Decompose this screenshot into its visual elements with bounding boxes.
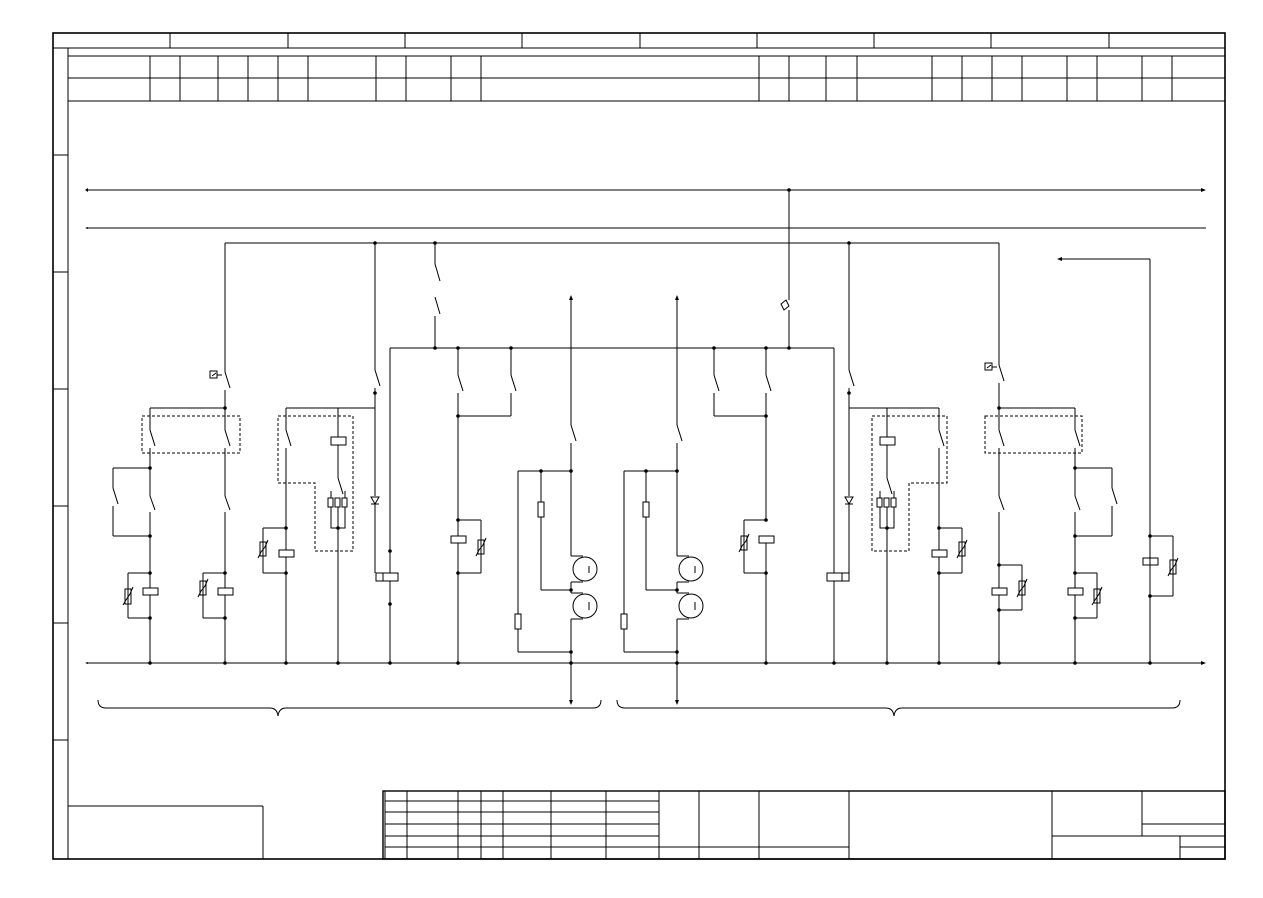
switch-contact bbox=[998, 429, 1005, 447]
notes-box bbox=[68, 805, 264, 859]
switch-contact bbox=[149, 495, 156, 511]
brace-left bbox=[97, 699, 602, 717]
diode-icon bbox=[370, 496, 380, 506]
varistor-icon bbox=[1018, 580, 1026, 596]
coil-icon bbox=[450, 535, 467, 544]
resistor-icon bbox=[890, 497, 897, 508]
arrow-left-icon bbox=[1057, 257, 1062, 261]
dashed-group-box bbox=[871, 415, 948, 552]
switch-contact bbox=[434, 263, 441, 282]
switch-contact bbox=[1074, 429, 1081, 447]
resistor-icon bbox=[327, 497, 334, 508]
switch-contact bbox=[1111, 487, 1118, 505]
switch-contact bbox=[510, 374, 517, 392]
relay-coil-icon bbox=[375, 572, 399, 582]
switch-contact bbox=[938, 429, 945, 447]
coil-icon bbox=[330, 436, 347, 446]
varistor-icon bbox=[477, 539, 485, 555]
motor-icon bbox=[678, 593, 704, 619]
bus-lines bbox=[85, 188, 1206, 665]
switch-contact bbox=[1074, 495, 1081, 511]
resistor-icon bbox=[883, 497, 890, 508]
arrow-down-icon bbox=[675, 700, 679, 705]
arrow-up-icon bbox=[675, 295, 679, 300]
switch-contact bbox=[998, 364, 1005, 382]
switch-contact bbox=[676, 424, 683, 442]
resistor-icon bbox=[642, 501, 650, 518]
varistor-icon bbox=[958, 541, 966, 557]
varistor-icon bbox=[124, 588, 132, 605]
motor-icon bbox=[572, 593, 598, 619]
varistor-icon bbox=[740, 535, 748, 551]
switch-contact bbox=[434, 296, 441, 315]
resistor-icon bbox=[537, 501, 545, 518]
switch-contact bbox=[886, 477, 893, 495]
switch-contact bbox=[337, 477, 344, 495]
arrow-up-icon bbox=[569, 295, 573, 300]
diode-icon bbox=[844, 496, 854, 506]
coil-icon bbox=[1142, 557, 1159, 566]
switch-contact bbox=[457, 374, 464, 392]
switch-contact bbox=[285, 429, 292, 447]
switch-contact bbox=[224, 429, 231, 447]
brace-right bbox=[616, 699, 1181, 717]
drawing-frame bbox=[52, 32, 1226, 860]
coil-icon bbox=[1067, 587, 1084, 596]
varistor-icon bbox=[1093, 588, 1101, 604]
varistor-icon bbox=[259, 541, 267, 557]
resistor-icon bbox=[334, 497, 341, 508]
coil-icon bbox=[879, 436, 896, 446]
coil-icon bbox=[142, 587, 159, 596]
arrow-down-icon bbox=[569, 700, 573, 705]
varistor-icon bbox=[1169, 559, 1177, 575]
arrow-right-icon bbox=[1201, 661, 1206, 665]
switch-contact bbox=[374, 369, 381, 387]
left-circuits bbox=[112, 243, 598, 705]
varistor-icon bbox=[199, 580, 207, 596]
coil-icon bbox=[991, 587, 1008, 596]
dashed-group-box bbox=[984, 415, 1083, 454]
switch-contact bbox=[765, 374, 772, 392]
motor-icon bbox=[678, 556, 704, 582]
sensor-icon bbox=[780, 299, 790, 311]
resistor-icon bbox=[514, 613, 522, 630]
switch-contact bbox=[713, 374, 720, 392]
relay-coil-icon bbox=[826, 572, 850, 582]
switch-contact bbox=[112, 487, 119, 505]
right-circuits bbox=[620, 243, 1179, 705]
switch-contact bbox=[848, 369, 855, 387]
coil-icon bbox=[217, 587, 234, 596]
switch-contact bbox=[224, 495, 231, 511]
title-block bbox=[382, 790, 1226, 860]
group-braces bbox=[97, 699, 1181, 717]
resistor-icon bbox=[341, 497, 348, 508]
arrow-left-icon bbox=[85, 662, 88, 664]
switch-contact bbox=[570, 424, 577, 442]
switch-contact bbox=[224, 371, 231, 389]
switch-contact bbox=[998, 495, 1005, 511]
arrow-left-icon bbox=[85, 227, 88, 229]
coil-icon bbox=[931, 549, 948, 558]
central-distribution bbox=[225, 188, 1151, 663]
motor-icon bbox=[572, 556, 598, 582]
resistor-icon bbox=[876, 497, 883, 508]
header-table bbox=[68, 55, 1225, 102]
switch-contact bbox=[149, 429, 156, 447]
resistor-icon bbox=[620, 613, 628, 630]
arrow-right-icon bbox=[1201, 188, 1206, 192]
arrow-left-icon bbox=[85, 188, 88, 192]
dashed-group-box bbox=[141, 415, 241, 454]
coil-icon bbox=[758, 535, 775, 544]
coil-icon bbox=[278, 549, 295, 558]
dashed-group-box bbox=[277, 415, 354, 552]
